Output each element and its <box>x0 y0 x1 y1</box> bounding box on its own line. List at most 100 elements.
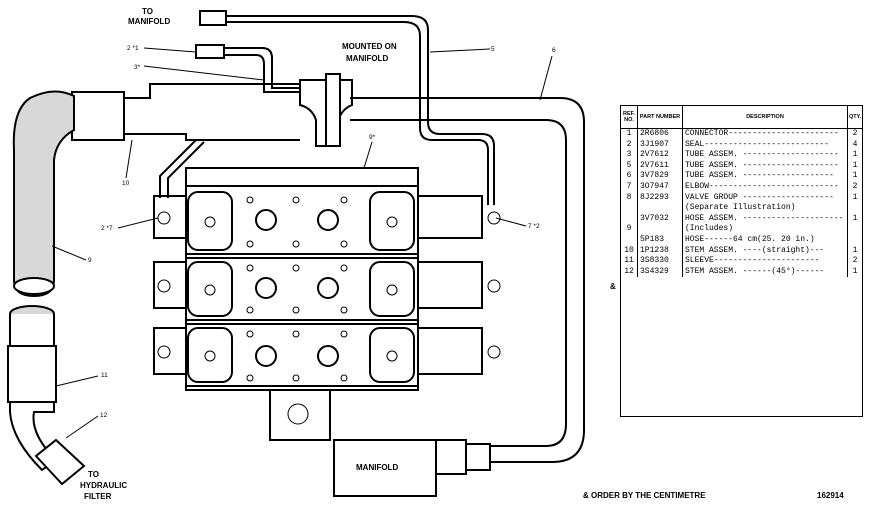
manifold-block <box>269 389 491 497</box>
svg-text:7 *2: 7 *2 <box>528 223 540 230</box>
parts-cell-part: 8J2293 <box>637 192 683 204</box>
parts-cell-desc: TUBE ASSEM. -------------------- <box>685 160 839 170</box>
parts-cell-desc: VALVE GROUP ------------------- <box>685 192 834 202</box>
parts-cell-qty: 1 <box>847 266 862 278</box>
stem-assembly-10 <box>71 91 125 141</box>
header-description: DESCRIPTION <box>682 106 848 129</box>
header-part-number: PART NUMBER <box>637 106 683 129</box>
parts-cell-ref: 10 <box>621 245 638 257</box>
parts-cell-ref <box>621 203 638 214</box>
parts-cell-desc: TUBE ASSEM. ------------------- <box>685 171 834 181</box>
parts-cell-desc: HOSE------64 cm(25. 20 in.) <box>685 234 815 244</box>
parts-cell-part: 3J1907 <box>637 139 683 151</box>
fitting-2 <box>195 44 225 59</box>
svg-text:9*: 9* <box>369 134 376 141</box>
svg-text:10: 10 <box>122 180 130 187</box>
parts-cell-part: 2V7612 <box>637 150 683 161</box>
parts-cell-part: 3V7829 <box>637 171 683 182</box>
parts-cell-desc: CONNECTOR----------------------- <box>685 129 839 138</box>
parts-cell-ref: 8 <box>621 192 638 204</box>
parts-cell-ref: 2 <box>621 139 638 151</box>
parts-cell-part <box>637 203 683 214</box>
parts-cell-ref: 12 <box>621 266 638 278</box>
parts-cell-qty: 1 <box>847 192 862 204</box>
svg-text:HYDRAULIC: HYDRAULIC <box>80 481 127 490</box>
svg-text:12: 12 <box>100 412 108 419</box>
parts-cell-qty: 2 <box>847 128 862 140</box>
parts-cell-qty: 1 <box>847 150 862 161</box>
tube-assembly-5 <box>225 15 495 205</box>
parts-cell-qty: 1 <box>847 171 862 182</box>
callouts: 2 *1 3* 5 6 9* 10 9 2 *7 7 *2 11 12 <box>51 45 556 439</box>
hose-9 <box>12 90 75 298</box>
svg-text:FILTER: FILTER <box>84 492 112 501</box>
illustration-number: 162914 <box>817 491 844 500</box>
parts-cell-part: 3S8330 <box>637 256 683 267</box>
parts-cell-qty: 2 <box>847 181 862 193</box>
parts-cell-part: 2R6806 <box>637 128 683 140</box>
parts-row: 9 (Includes) <box>621 224 862 235</box>
label-mounted-2: MANIFOLD <box>346 54 388 63</box>
parts-row: 5P183 HOSE------64 cm(25. 20 in.) <box>621 234 862 246</box>
parts-cell-desc: HOSE ASSEM. --------------------- <box>685 213 844 223</box>
parts-cell-part: 3S4329 <box>637 266 683 278</box>
parts-cell-ref: 5 <box>621 160 638 172</box>
svg-text:5: 5 <box>491 46 495 53</box>
svg-text:2 *7: 2 *7 <box>101 225 113 232</box>
parts-cell-desc: STEM ASSEM. ------(45°)------ <box>685 266 825 276</box>
parts-cell-ref <box>621 234 638 246</box>
label-to-manifold-1: TO <box>142 7 153 16</box>
sleeve-11 <box>7 345 57 403</box>
parts-cell-qty: 4 <box>847 139 862 151</box>
parts-cell-part: 5P183 <box>637 234 683 246</box>
parts-cell-qty <box>847 234 862 246</box>
parts-cell-ref: 9 <box>621 224 638 235</box>
svg-text:9: 9 <box>88 257 92 264</box>
parts-cell-ref: 6 <box>621 171 638 182</box>
parts-cell-desc: (Separate Illustration) <box>685 203 796 213</box>
tube-assembly-6 <box>350 97 585 463</box>
top-fitting <box>199 10 227 26</box>
parts-row: (Separate Illustration) <box>621 203 862 214</box>
parts-cell-ref <box>621 213 638 225</box>
svg-text:11: 11 <box>101 372 108 379</box>
footer-note: & ORDER BY THE CENTIMETRE <box>583 491 706 500</box>
parts-cell-desc: SEAL-------------------------- <box>685 139 830 149</box>
parts-cell-qty: 1 <box>847 160 862 172</box>
label-mounted-1: MOUNTED ON <box>342 42 397 51</box>
svg-text:2 *1: 2 *1 <box>127 45 139 52</box>
parts-cell-qty: 1 <box>847 245 862 257</box>
header-qty: QTY. <box>847 106 862 129</box>
parts-cell-ref: 3 <box>621 150 638 161</box>
parts-cell-desc: ELBOW--------------------------- <box>685 181 839 191</box>
parts-cell-desc: (Includes) <box>685 224 734 234</box>
parts-cell-ref: 11 <box>621 256 638 267</box>
parts-cell-ref: 7 <box>621 181 638 193</box>
valve-group-8 <box>153 167 501 391</box>
parts-cell-qty: 1 <box>847 213 862 225</box>
label-to-manifold-2: MANIFOLD <box>128 17 170 26</box>
parts-cell-part: 2V7611 <box>637 160 683 172</box>
parts-cell-qty: 2 <box>847 256 862 267</box>
tube-assembly-3 <box>224 47 300 89</box>
header-ref: REF. NO. <box>621 106 638 129</box>
parts-cell-part <box>637 224 683 235</box>
parts-cell-qty <box>847 203 862 214</box>
stem-assembly-12 <box>34 438 86 486</box>
parts-cell-ref: 1 <box>621 128 638 140</box>
parts-cell-part: 3V7032 <box>637 213 683 225</box>
